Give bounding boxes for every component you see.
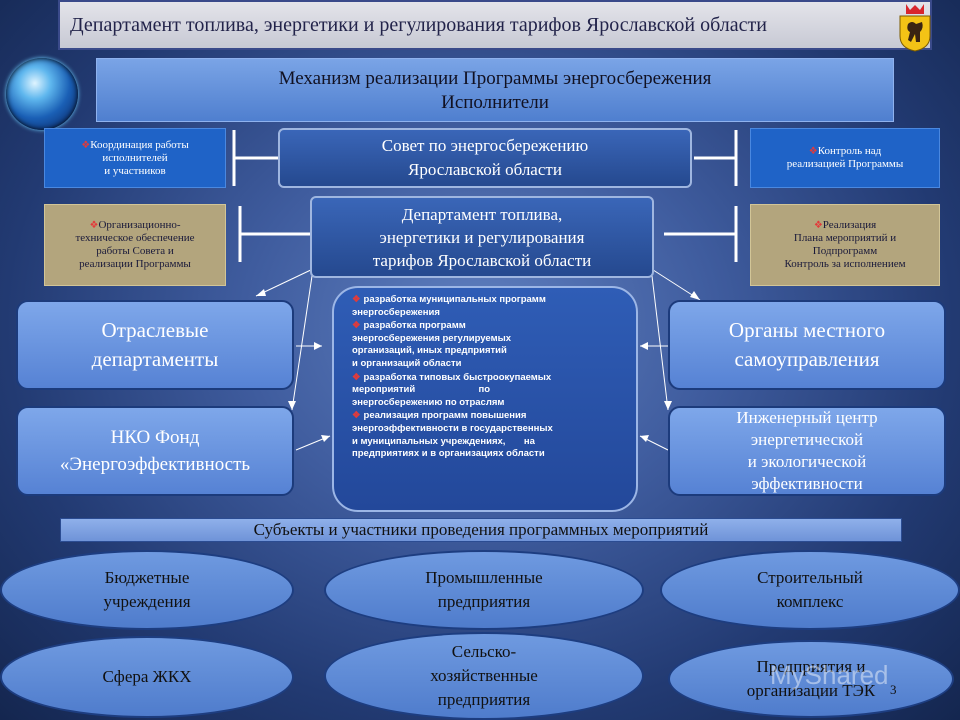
- arrowhead-8: [640, 435, 649, 442]
- activity-item-1: ❖разработка муниципальных программ энерг…: [352, 294, 546, 318]
- subjects-banner: Субъекты и участники проведения программ…: [60, 518, 902, 542]
- branch-line1: Отраслевые: [101, 318, 209, 342]
- org-support-line1: Организационно-: [98, 219, 181, 231]
- page-number: 3: [890, 682, 897, 697]
- globe-logo-icon: [6, 58, 78, 130]
- arrow-to-nko: [291, 275, 313, 411]
- nko-fund-box: НКО Фонд «Энергоэффективность: [16, 406, 294, 496]
- budget-institutions-ellipse: Бюджетные учреждения: [0, 550, 294, 630]
- page-title-text: Департамент топлива, энергетики и регули…: [70, 13, 767, 36]
- activities-list: ❖разработка муниципальных программ энерг…: [332, 286, 638, 512]
- implementation-box: ❖Реализация Плана мероприятий и Подпрогр…: [750, 204, 940, 286]
- control-line1: Контроль над: [817, 145, 882, 157]
- local-government-box: Органы местного самоуправления: [668, 300, 946, 390]
- page-title: Департамент топлива, энергетики и регули…: [58, 0, 932, 50]
- activity-item-3: ❖разработка типовых быстроокупаемых меро…: [352, 371, 552, 408]
- branch-departments-box: Отраслевые департаменты: [16, 300, 294, 390]
- council-box: Совет по энергосбережению Ярославской об…: [278, 128, 692, 188]
- org-support-line3: работы Совета и: [96, 245, 174, 257]
- watermark-text: MyShared: [770, 660, 889, 690]
- control-box: ❖Контроль над реализацией Программы: [750, 128, 940, 188]
- arrow-to-branch: [255, 267, 316, 297]
- eng-line4: эффективности: [751, 474, 863, 493]
- implementation-line3: Подпрограмм: [812, 245, 878, 257]
- arrowhead-2: [288, 401, 296, 410]
- nko-line1: НКО Фонд: [110, 427, 200, 448]
- control-line2: реализацией Программы: [786, 158, 904, 170]
- coordination-line2: исполнителей: [102, 151, 168, 164]
- watermark: MyShared: [770, 660, 889, 691]
- council-line1: Совет по энергосбережению: [381, 136, 589, 155]
- eng-line3: и экологической: [747, 452, 867, 471]
- arrowhead-6: [321, 435, 330, 442]
- industrial-enterprises-ellipse: Промышленные предприятия: [324, 550, 644, 630]
- diamond-marker-icon: ❖: [81, 139, 91, 151]
- subjects-title: Субъекты и участники проведения программ…: [253, 520, 709, 539]
- coordination-line1: Координация работы: [90, 138, 189, 151]
- branch-line2: департаменты: [91, 347, 219, 371]
- council-line2: Ярославской области: [408, 160, 562, 179]
- diamond-marker-icon: ❖: [352, 410, 361, 422]
- coordination-box: ❖Координация работы исполнителей и участ…: [44, 128, 226, 188]
- diamond-marker-icon: ❖: [808, 146, 818, 157]
- mechanism-title: Механизм реализации Программы энергосбер…: [278, 68, 712, 89]
- org-support-line2: техническое обеспечение: [75, 232, 195, 244]
- mechanism-subtitle: Исполнители: [441, 92, 549, 113]
- arrowhead-3: [690, 291, 700, 300]
- department-box: Департамент топлива, энергетики и регули…: [310, 196, 654, 278]
- diamond-marker-icon: ❖: [89, 220, 99, 231]
- activity-item-2: ❖разработка программ энергосбережения ре…: [352, 320, 511, 369]
- diamond-marker-icon: ❖: [352, 294, 361, 305]
- implementation-line2: Плана мероприятий и: [793, 232, 897, 244]
- arrowhead-1: [256, 289, 266, 296]
- mechanism-banner: Механизм реализации Программы энергосбер…: [96, 58, 894, 122]
- local-gov-line2: самоуправления: [734, 347, 880, 371]
- arrowhead-7: [640, 342, 648, 350]
- diamond-marker-icon: ❖: [813, 220, 823, 231]
- eng-line2: энергетической: [750, 430, 864, 449]
- org-support-box: ❖Организационно- техническое обеспечение…: [44, 204, 226, 286]
- department-line2: энергетики и регулирования: [379, 227, 585, 247]
- housing-sphere-ellipse: Сфера ЖКХ: [0, 636, 294, 718]
- eng-line1: Инженерный центр: [736, 408, 878, 427]
- nko-line2: «Энергоэффективность: [59, 454, 251, 475]
- implementation-line4: Контроль за исполнением: [784, 258, 906, 270]
- implementation-line1: Реализация: [822, 219, 877, 231]
- diamond-marker-icon: ❖: [352, 371, 361, 383]
- department-line3: тарифов Ярославской области: [372, 250, 592, 270]
- org-support-line4: реализации Программы: [79, 258, 191, 270]
- agricultural-enterprises-ellipse: Сельско- хозяйственные предприятия: [324, 632, 644, 720]
- coat-of-arms-icon: [899, 4, 931, 52]
- coordination-line3: и участников: [104, 164, 166, 177]
- activity-item-4: ❖реализация программ повышения энергоэфф…: [352, 410, 553, 460]
- construction-complex-ellipse: Строительный комплекс: [660, 550, 960, 630]
- arrowhead-4: [664, 401, 672, 410]
- department-line1: Департамент топлива,: [401, 204, 563, 224]
- fuel-energy-ellipse: Предприятия и организации ТЭК: [668, 640, 954, 718]
- arrowhead-5: [314, 342, 322, 350]
- engineering-center-box: Инженерный центр энергетической и эколог…: [668, 406, 946, 496]
- arrow-to-eng: [651, 275, 669, 411]
- diamond-marker-icon: ❖: [352, 320, 361, 332]
- local-gov-line1: Органы местного: [728, 318, 886, 342]
